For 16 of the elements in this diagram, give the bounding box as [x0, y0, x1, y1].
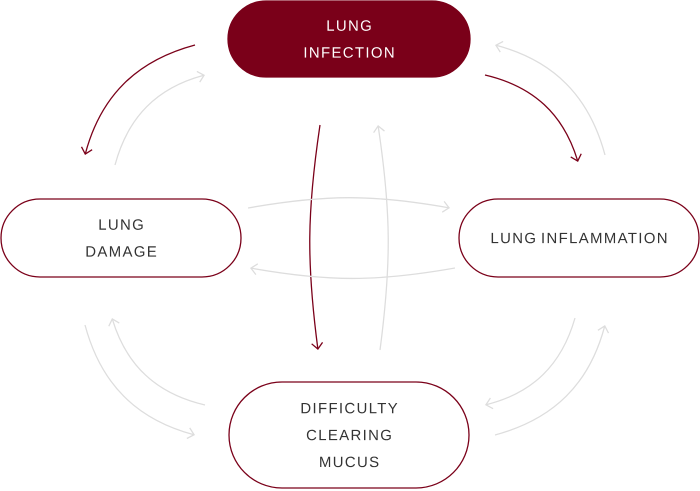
arrow	[494, 325, 610, 436]
arrow	[108, 318, 206, 406]
arrow	[484, 74, 582, 162]
arrow	[373, 125, 389, 350]
arrow	[485, 318, 576, 410]
arrow	[250, 263, 456, 280]
arrow	[84, 324, 195, 440]
arrow	[495, 40, 606, 156]
arrow	[309, 124, 324, 350]
process-box: LUNG INFECTION	[227, 0, 471, 78]
process-box: LUNG DAMAGE	[0, 198, 242, 278]
process-box: LUNG INFLAMMATION	[458, 198, 700, 278]
arrow	[248, 197, 450, 213]
arrow	[80, 44, 196, 155]
arrow	[114, 70, 205, 166]
process-box: DIFFICULTY CLEARING MUCUS	[228, 381, 470, 489]
